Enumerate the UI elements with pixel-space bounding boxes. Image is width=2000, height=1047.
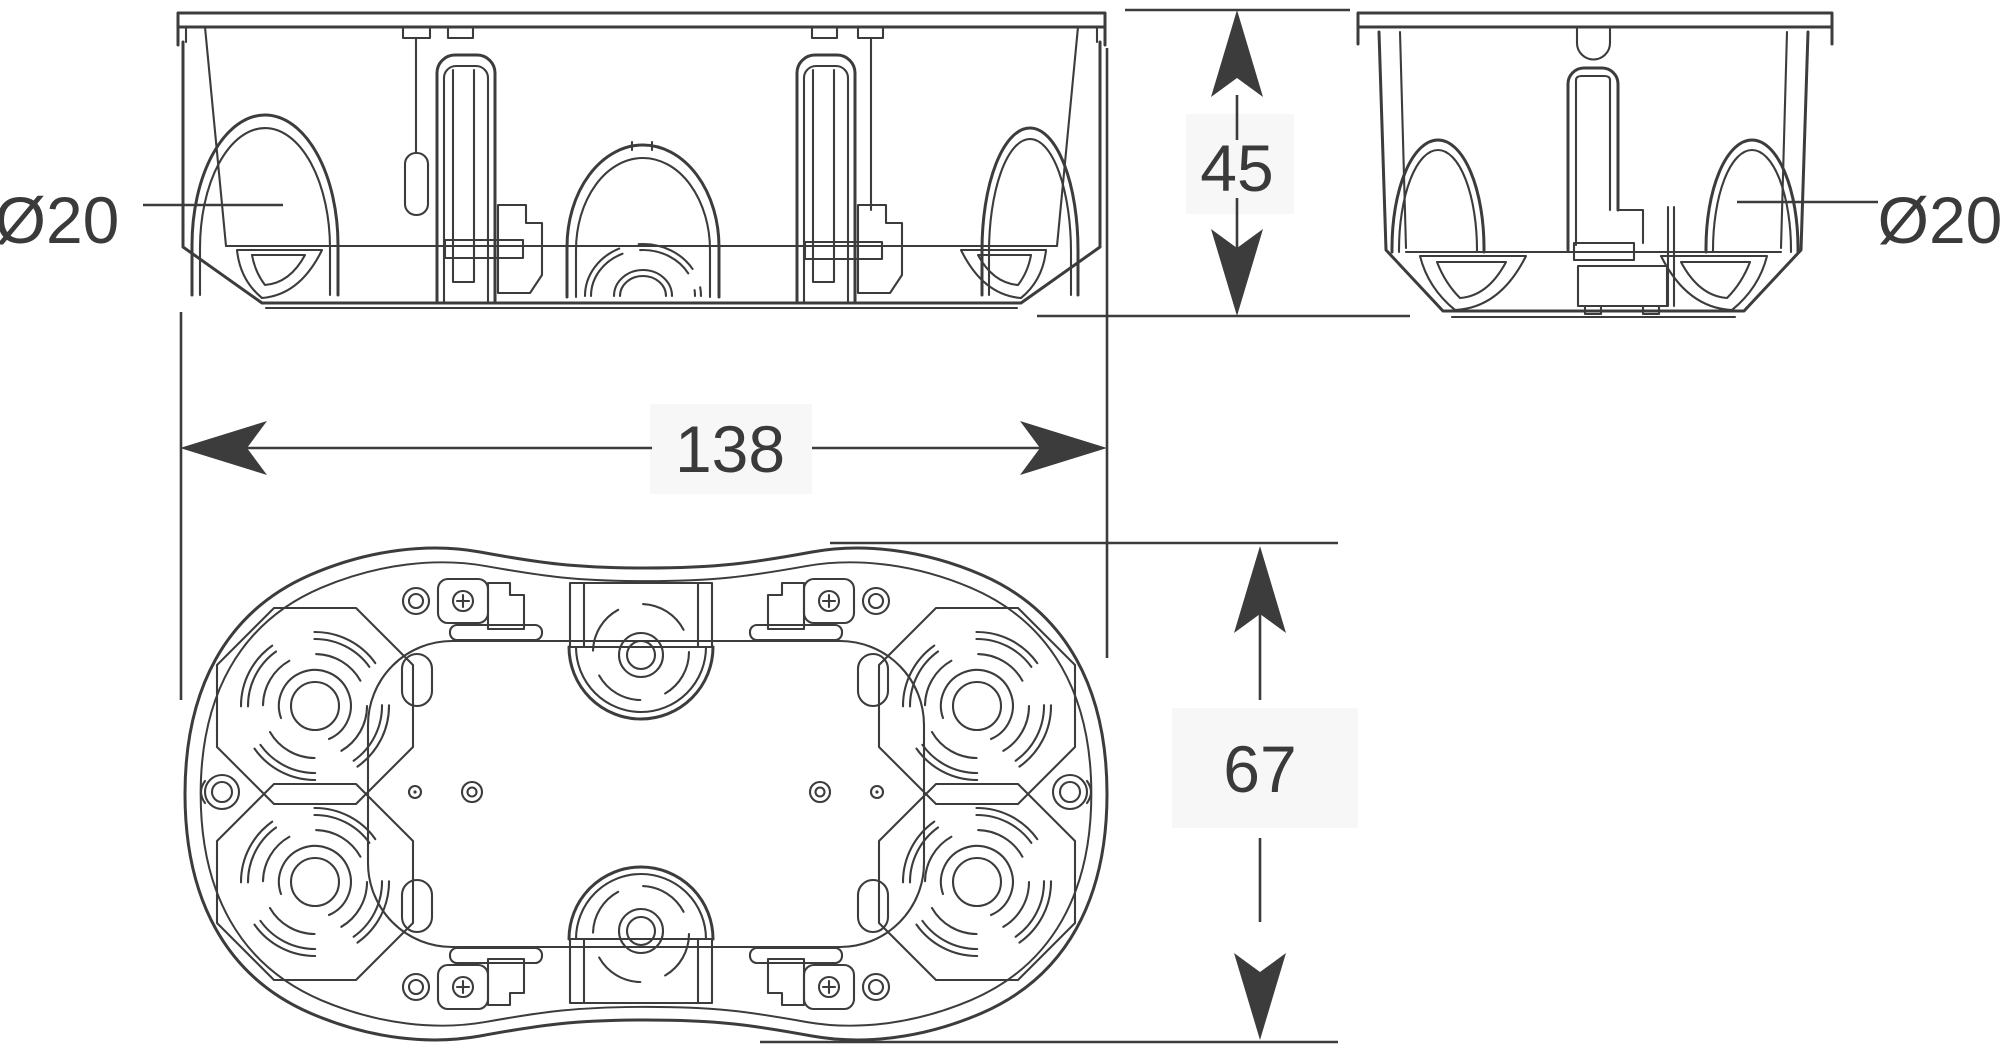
dim-width-label: 67 xyxy=(1223,732,1296,806)
bottom-view-oval-box xyxy=(183,546,1109,1042)
label-knockout-right: Ø20 xyxy=(1737,183,2000,257)
dim-width-67: 67 xyxy=(760,541,1358,1044)
dim-depth-label: 45 xyxy=(1200,131,1273,205)
dim-length-138: 138 xyxy=(179,48,1109,700)
label-knockout-left: Ø20 xyxy=(0,183,283,257)
knockout-right-label: Ø20 xyxy=(1878,183,2000,257)
knockout-left-label: Ø20 xyxy=(0,183,119,257)
dim-length-label: 138 xyxy=(675,412,785,486)
front-view-double-box xyxy=(176,11,1107,310)
dim-depth-45: 45 xyxy=(1037,8,1410,318)
side-view-single-box xyxy=(1356,11,1834,319)
